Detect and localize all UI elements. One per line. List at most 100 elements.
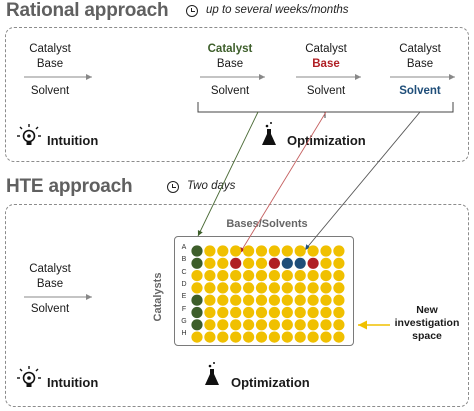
rational-catalyst-1: Catalyst bbox=[29, 43, 71, 55]
plate-well bbox=[268, 319, 280, 331]
plate-well bbox=[191, 282, 203, 294]
plate-well bbox=[191, 306, 203, 319]
hte-base: Base bbox=[36, 278, 64, 290]
plate-well bbox=[230, 294, 242, 306]
rational-title: Rational approach bbox=[6, 0, 169, 21]
plate-row-label: F bbox=[181, 305, 187, 313]
plate-well bbox=[217, 257, 229, 269]
plate-well bbox=[255, 282, 268, 294]
plate-well bbox=[204, 331, 216, 343]
optimization-bracket bbox=[197, 102, 454, 118]
lightbulb-icon bbox=[17, 366, 41, 387]
plate-well bbox=[217, 245, 229, 257]
plate-well bbox=[294, 294, 306, 306]
plate-well bbox=[307, 306, 319, 319]
plate-well bbox=[217, 319, 229, 331]
hte-optimization-label: Optimization bbox=[231, 375, 310, 390]
plate-row-label: G bbox=[181, 317, 187, 325]
hte-title: HTE approach bbox=[6, 176, 133, 197]
plate-well bbox=[268, 294, 280, 306]
plate-well bbox=[230, 306, 242, 319]
plate-well bbox=[320, 319, 332, 331]
flask-icon bbox=[262, 122, 276, 145]
plate-well bbox=[333, 294, 345, 306]
plate-well bbox=[204, 270, 216, 282]
plate-well bbox=[268, 282, 280, 294]
rational-catalyst-3: Catalyst bbox=[305, 43, 347, 55]
plate-well bbox=[333, 245, 345, 257]
plate-well bbox=[294, 270, 306, 282]
plate-well bbox=[204, 245, 216, 257]
lightbulb-icon bbox=[17, 124, 41, 145]
plate-well bbox=[307, 245, 319, 257]
plate-well bbox=[204, 306, 216, 319]
rational-duration: up to several weeks/months bbox=[206, 4, 349, 16]
plate-row-label: B bbox=[181, 256, 187, 264]
rational-solvent-1: Solvent bbox=[30, 85, 70, 97]
plate-well bbox=[217, 331, 229, 343]
plate-row-label: A bbox=[181, 244, 187, 251]
plate-well bbox=[243, 294, 255, 306]
rational-base-3: Base bbox=[312, 58, 340, 70]
plate-well bbox=[281, 245, 293, 257]
rational-panel bbox=[5, 27, 469, 162]
plate-well bbox=[294, 319, 306, 331]
rational-solvent-2: Solvent bbox=[210, 85, 250, 97]
plate-well bbox=[333, 282, 345, 294]
plate-well bbox=[243, 270, 255, 282]
plate-row-label: D bbox=[181, 280, 187, 288]
plate-well bbox=[307, 282, 319, 294]
plate-well bbox=[255, 331, 268, 343]
plate-well bbox=[320, 282, 332, 294]
plate-well bbox=[333, 331, 345, 343]
rational-catalyst-4: Catalyst bbox=[399, 43, 441, 55]
rational-base-1: Base bbox=[36, 58, 64, 70]
hte-solvent: Solvent bbox=[30, 303, 70, 315]
plate-well bbox=[243, 245, 255, 257]
plate-well bbox=[320, 245, 332, 257]
clock-icon bbox=[186, 5, 198, 17]
plate-well bbox=[204, 319, 216, 331]
rational-catalyst-2: Catalyst bbox=[207, 43, 253, 55]
plate-row-label: C bbox=[181, 268, 187, 276]
plate-well bbox=[333, 270, 345, 282]
new-investigation-space-label: New investigation space bbox=[394, 304, 460, 342]
plate-well bbox=[281, 270, 293, 282]
clock-icon bbox=[167, 181, 179, 193]
plate-well bbox=[217, 306, 229, 319]
plate-well bbox=[217, 270, 229, 282]
plate-well bbox=[281, 331, 293, 343]
plate-well bbox=[333, 319, 345, 331]
plate-row-label: E bbox=[181, 293, 187, 301]
rational-solvent-3: Solvent bbox=[306, 85, 346, 97]
flask-icon bbox=[205, 362, 219, 385]
plate-well bbox=[230, 282, 242, 294]
plate-well bbox=[268, 257, 280, 269]
plate-well bbox=[281, 306, 293, 319]
plate-well bbox=[281, 257, 293, 269]
plate-well bbox=[294, 257, 306, 269]
plate-well bbox=[230, 319, 242, 331]
plate-well bbox=[307, 270, 319, 282]
plate-well bbox=[217, 282, 229, 294]
plate-well bbox=[230, 257, 242, 269]
rational-base-4: Base bbox=[406, 58, 434, 70]
plate-well bbox=[243, 306, 255, 319]
plate-well bbox=[268, 245, 280, 257]
plate-well bbox=[230, 270, 242, 282]
plate-well bbox=[243, 282, 255, 294]
plate-well bbox=[191, 245, 203, 257]
plate-well bbox=[307, 294, 319, 306]
plate-well bbox=[204, 294, 216, 306]
plate-well bbox=[243, 319, 255, 331]
plate-well bbox=[191, 257, 203, 269]
plate-well bbox=[320, 257, 332, 269]
plate-well bbox=[307, 331, 319, 343]
plate-well bbox=[204, 282, 216, 294]
plate-well bbox=[281, 319, 293, 331]
plate-well bbox=[243, 257, 255, 269]
plate-well bbox=[255, 257, 268, 269]
plate-well bbox=[191, 331, 203, 343]
plate-well bbox=[191, 319, 203, 331]
plate-well bbox=[268, 331, 280, 343]
